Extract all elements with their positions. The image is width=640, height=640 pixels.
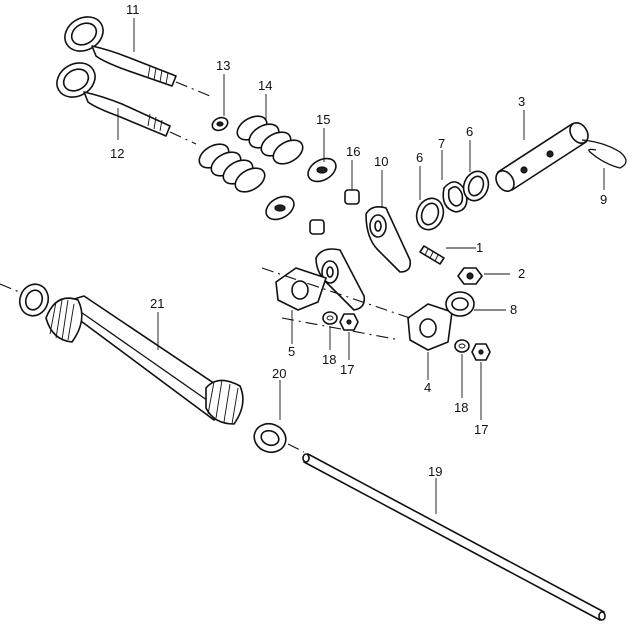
- washer-6-right: [462, 170, 490, 202]
- callout-7: 7: [438, 136, 445, 151]
- washer-18-left: [322, 311, 338, 325]
- rocker-bracket-5: [275, 267, 327, 311]
- rocker-arm-10: [365, 206, 412, 273]
- callout-17-left: 17: [340, 362, 354, 377]
- washer-6-left: [415, 197, 445, 231]
- adjusting-screw-1: [419, 245, 445, 265]
- seal-ring-8: [445, 291, 475, 317]
- callout-13: 13: [216, 58, 230, 73]
- callout-labels: 1 2 3 4 5 6 6 7 8 9 10 11 12 13 14 15 16…: [110, 2, 607, 479]
- tube-seal-20: [253, 422, 287, 454]
- rocker-bracket-4: [407, 303, 453, 351]
- callout-8: 8: [510, 302, 517, 317]
- valve-cap-16: [309, 189, 360, 235]
- lock-nut-2: [457, 267, 483, 285]
- valve-spring-inner-14: [198, 143, 266, 193]
- nut-17-right: [471, 343, 491, 361]
- callout-2: 2: [518, 266, 525, 281]
- valve-12: [56, 62, 171, 137]
- retaining-clip-9: [581, 139, 627, 169]
- callout-11: 11: [126, 2, 140, 17]
- nut-17-left: [339, 313, 359, 331]
- callout-17-right: 17: [474, 422, 488, 437]
- spring-retainer-lower: [265, 195, 295, 221]
- callout-20: 20: [272, 366, 286, 381]
- callout-16: 16: [346, 144, 360, 159]
- callout-6-right: 6: [466, 124, 473, 139]
- valve-spring-outer-14: [236, 115, 304, 165]
- callout-1: 1: [476, 240, 483, 255]
- callout-9: 9: [600, 192, 607, 207]
- callout-5: 5: [288, 344, 295, 359]
- callout-12: 12: [110, 146, 124, 161]
- washer-18-right: [454, 339, 470, 353]
- callout-18-left: 18: [322, 352, 336, 367]
- callout-15: 15: [316, 112, 330, 127]
- spring-retainer-15: [307, 157, 337, 183]
- callout-3: 3: [518, 94, 525, 109]
- callout-18-right: 18: [454, 400, 468, 415]
- callout-19: 19: [428, 464, 442, 479]
- callout-6-left: 6: [416, 150, 423, 165]
- callout-14: 14: [258, 78, 272, 93]
- washer-7: [442, 181, 468, 213]
- pushrod-19: [287, 443, 606, 621]
- leader-lines: [117, 18, 605, 514]
- rocker-shaft-3: [495, 121, 589, 193]
- callout-4: 4: [424, 380, 431, 395]
- callout-21: 21: [150, 296, 164, 311]
- pushrod-tube-21: [0, 283, 244, 425]
- callout-10: 10: [374, 154, 388, 169]
- valve-11: [64, 16, 177, 87]
- valve-cotter-13: [211, 116, 229, 132]
